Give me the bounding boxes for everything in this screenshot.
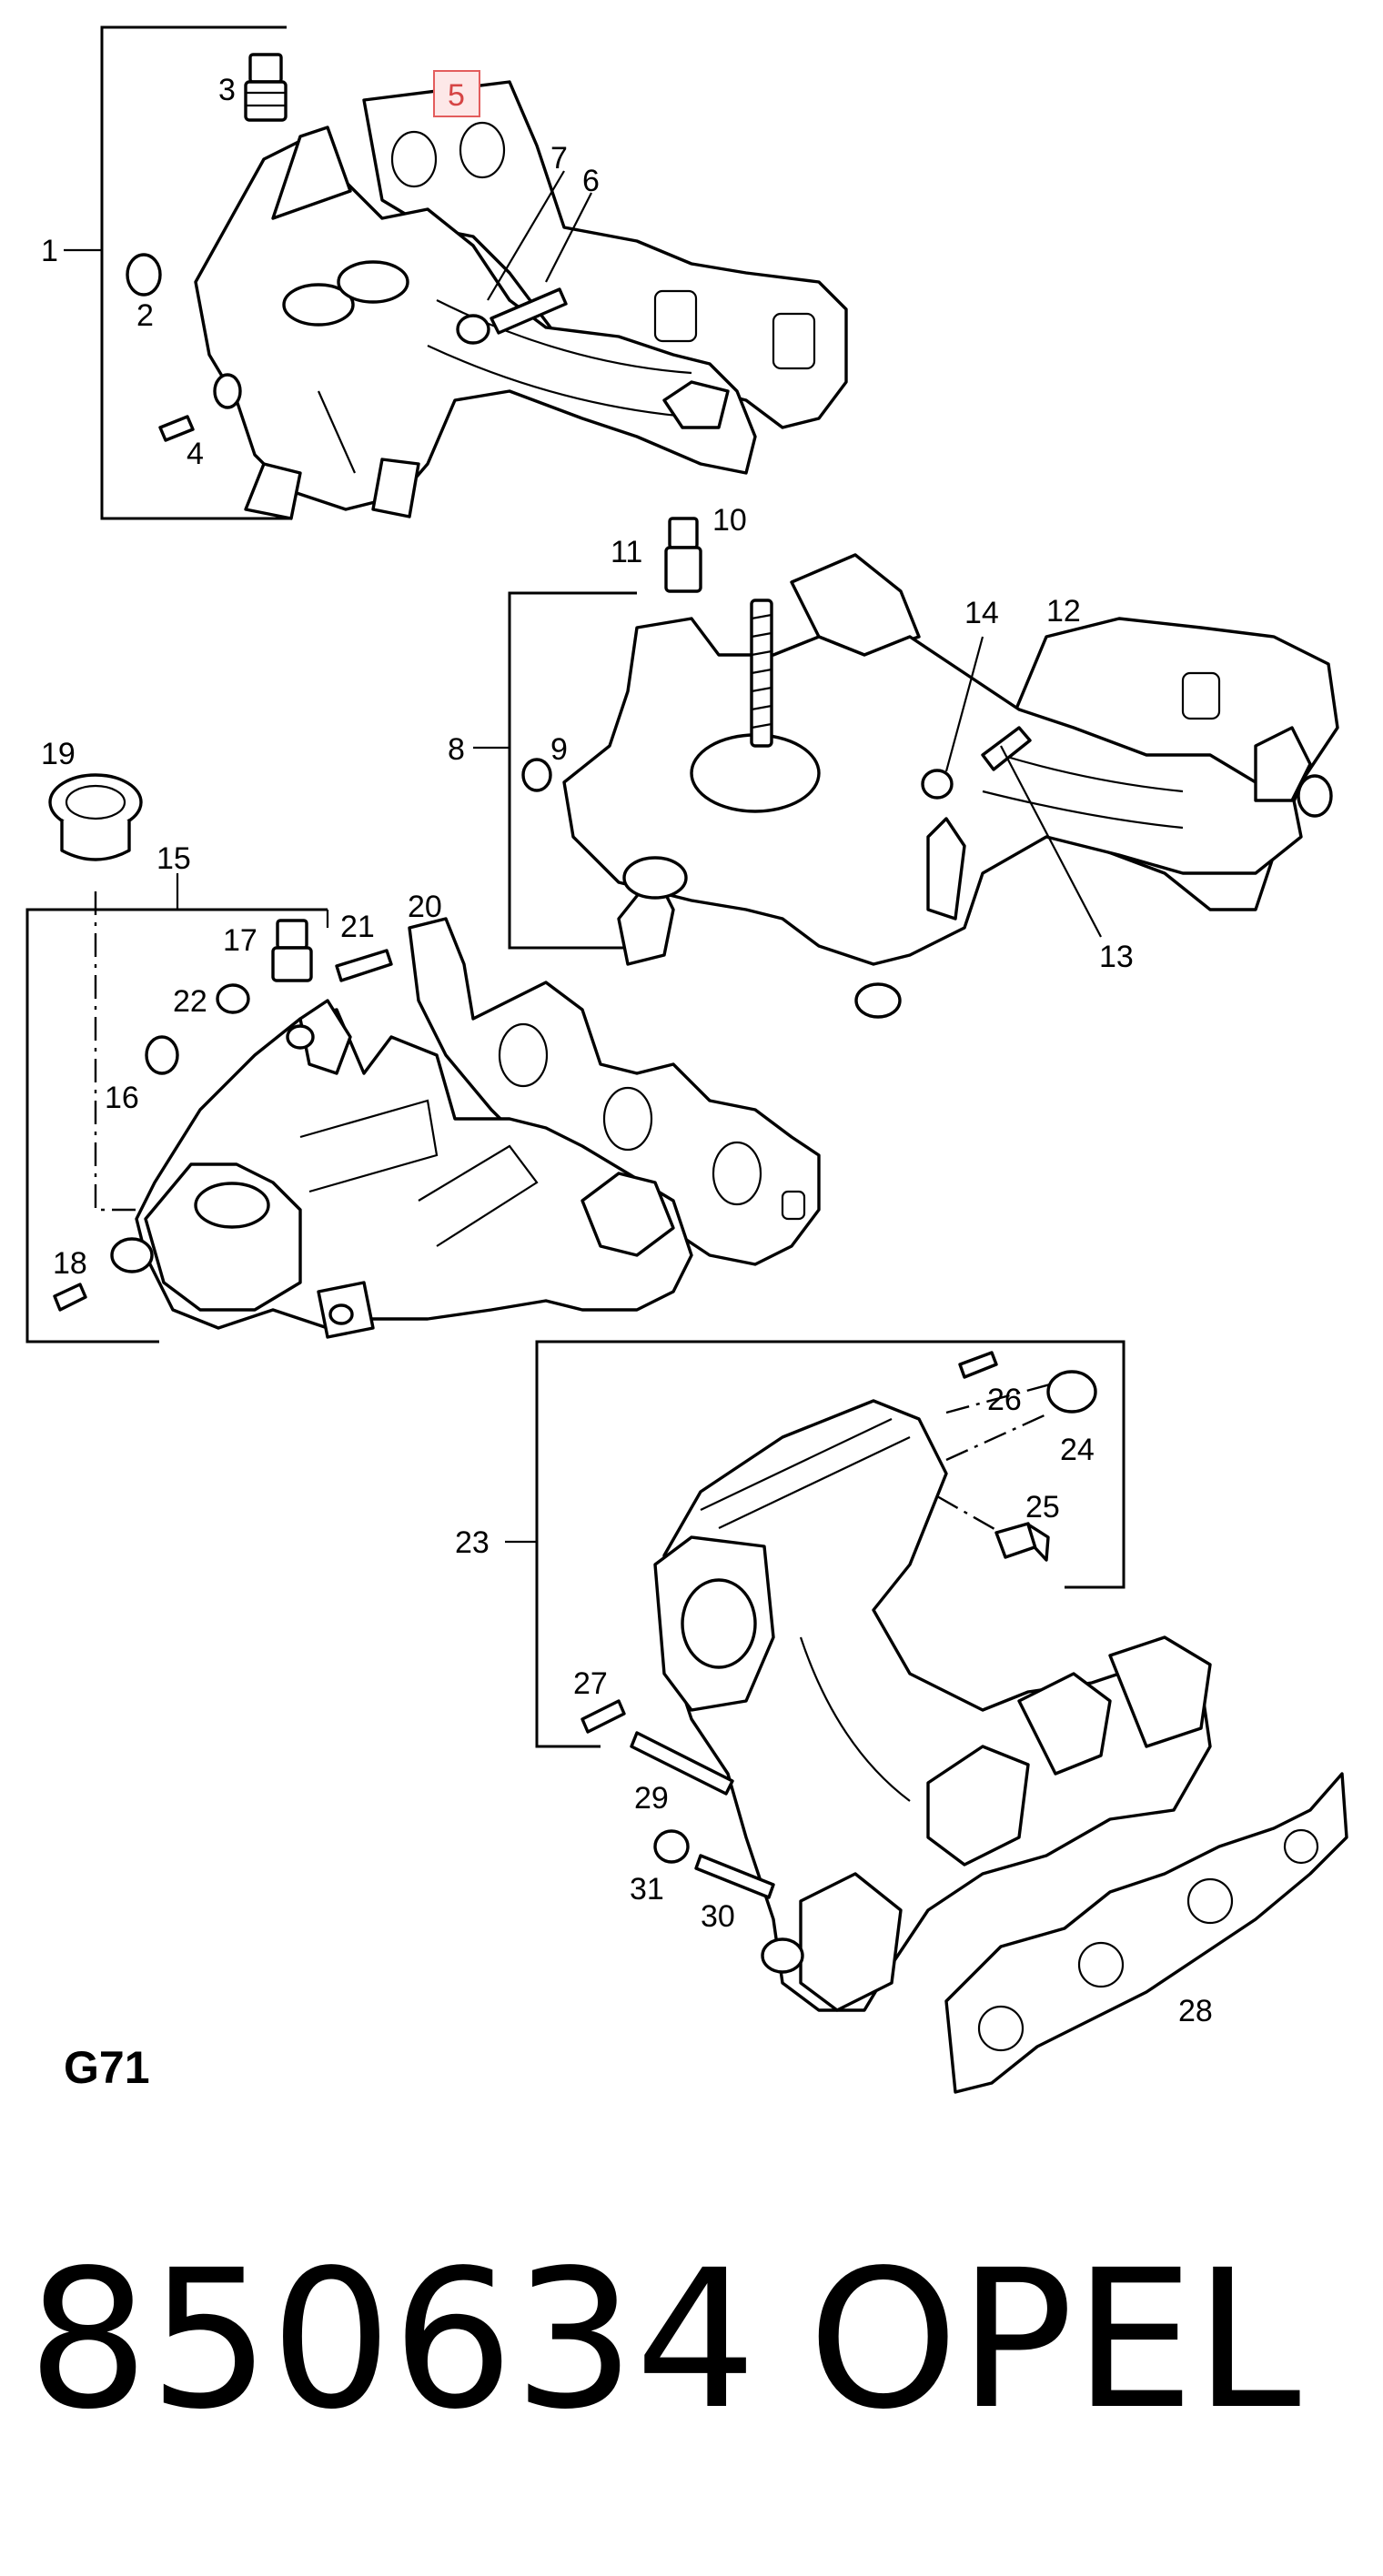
part-9-plug (521, 758, 552, 792)
callout-7: 7 (550, 141, 568, 176)
callout-31: 31 (630, 1872, 664, 1907)
part-29-stud (630, 1731, 734, 1796)
callout-18: 18 (53, 1246, 87, 1281)
callout-21: 21 (340, 910, 375, 944)
callout-9: 9 (550, 732, 568, 767)
callout-15: 15 (156, 841, 191, 876)
part-10-stud (750, 599, 773, 748)
callout-12: 12 (1046, 594, 1081, 629)
gasket-5-shape (362, 80, 848, 429)
part-number-label: 850634 (27, 2229, 757, 2451)
callout-19: 19 (41, 737, 76, 771)
callout-13: 13 (1099, 940, 1134, 974)
part-25-fitting (994, 1522, 1050, 1562)
part-13-stud (981, 726, 1032, 771)
callout-11: 11 (611, 535, 642, 569)
part-18-pin (53, 1283, 87, 1312)
gasket-28-shape (944, 1772, 1348, 2094)
brand-label: OPEL (808, 2229, 1301, 2451)
callout-30: 30 (701, 1899, 735, 1934)
callout-5: 5 (448, 78, 465, 113)
callout-14: 14 (964, 596, 999, 630)
callout-6: 6 (582, 164, 600, 198)
part-16-plug (145, 1035, 179, 1075)
part-11-fitting (664, 517, 702, 593)
part-27-stud (580, 1699, 626, 1734)
callout-10: 10 (712, 503, 747, 538)
part-21-stud (335, 949, 393, 982)
part-7-nut (456, 314, 490, 345)
callout-28: 28 (1178, 1994, 1213, 2028)
callout-2: 2 (136, 298, 154, 333)
part-19-sleeve (48, 773, 143, 861)
callout-8: 8 (448, 732, 465, 767)
callout-22: 22 (173, 984, 207, 1019)
part-26-pin (958, 1351, 998, 1379)
callout-4: 4 (187, 437, 204, 471)
part-2-plug (126, 253, 162, 297)
part-3-fitting (244, 53, 288, 122)
part-14-nut (921, 769, 954, 800)
callout-29: 29 (634, 1781, 669, 1816)
callout-20: 20 (408, 890, 442, 924)
manifold-23-body (662, 1399, 1212, 2012)
part-6-stud (490, 287, 568, 335)
part-22-nut (216, 983, 250, 1014)
part-31-nut (653, 1829, 690, 1864)
callout-27: 27 (573, 1666, 608, 1701)
callout-24: 24 (1060, 1433, 1095, 1467)
part-30-stud (694, 1854, 775, 1899)
callout-16: 16 (105, 1081, 139, 1115)
callout-5-highlight-box (433, 70, 480, 117)
part-24-plug (1046, 1370, 1097, 1414)
part-17-fitting (271, 919, 313, 982)
callout-25: 25 (1025, 1490, 1060, 1524)
page-code-label: G71 (64, 2042, 150, 2093)
callout-26: 26 (987, 1383, 1022, 1417)
callout-labels: 1 2 3 4 5 6 7 8 9 10 11 12 13 14 15 16 1… (41, 70, 1213, 2028)
assembly-15-intake-manifold (25, 873, 821, 1343)
part-4-pin (158, 415, 195, 442)
callout-1: 1 (41, 234, 58, 268)
callout-17: 17 (223, 923, 257, 958)
assembly-23-intake-manifold (505, 1340, 1348, 2094)
callout-23: 23 (455, 1525, 490, 1560)
callout-3: 3 (218, 73, 236, 107)
assembly-8-intake-manifold (473, 553, 1339, 1019)
